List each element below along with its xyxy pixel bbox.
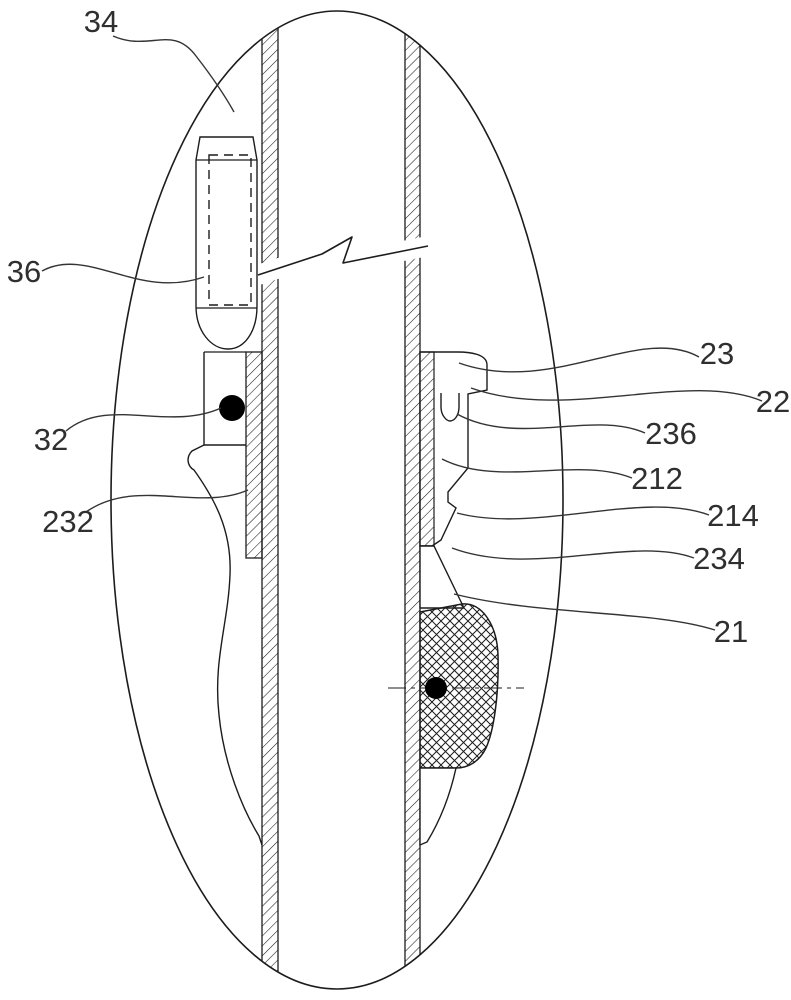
tube-wall-right [404,17,421,983]
ref-label-214: 214 [707,498,759,533]
ref-label-22: 22 [756,384,790,419]
sleeve-section-left [245,351,263,559]
leader-34 [112,35,235,113]
leader-32 [65,407,222,432]
seal-ball-lower [425,677,447,699]
right-flange-section [419,351,435,547]
detail-bubble-fill [111,11,563,989]
leader-232 [85,489,249,513]
ref-label-32: 32 [34,422,68,457]
hidden-core-dashed [208,154,252,306]
leader-236 [456,413,646,434]
right-flange-outline [419,351,488,547]
ref-label-23: 23 [700,336,734,371]
tube-wall-left [261,17,279,983]
leader-234 [451,547,695,560]
flange-slot [440,393,460,422]
bubble-contents [187,17,524,983]
ref-label-234: 234 [693,541,745,576]
ref-label-34: 34 [84,4,118,39]
ref-label-21: 21 [714,614,748,649]
leader-21 [453,593,716,631]
ref-label-36: 36 [7,254,41,289]
left-mandrel-profile [187,444,263,846]
lower-tail-profile [419,767,457,847]
ref-label-236: 236 [645,416,697,451]
packer-element-section [419,603,499,769]
leader-23 [458,347,700,373]
leader-36 [41,263,205,284]
seal-ball-upper [219,395,245,421]
leader-212 [441,458,633,479]
leader-22 [470,387,763,402]
plug-body-outline [195,136,258,350]
ref-label-212: 212 [631,461,683,496]
ref-label-232: 232 [42,504,94,539]
leader-214 [456,506,710,520]
break-zigzag [257,236,429,276]
